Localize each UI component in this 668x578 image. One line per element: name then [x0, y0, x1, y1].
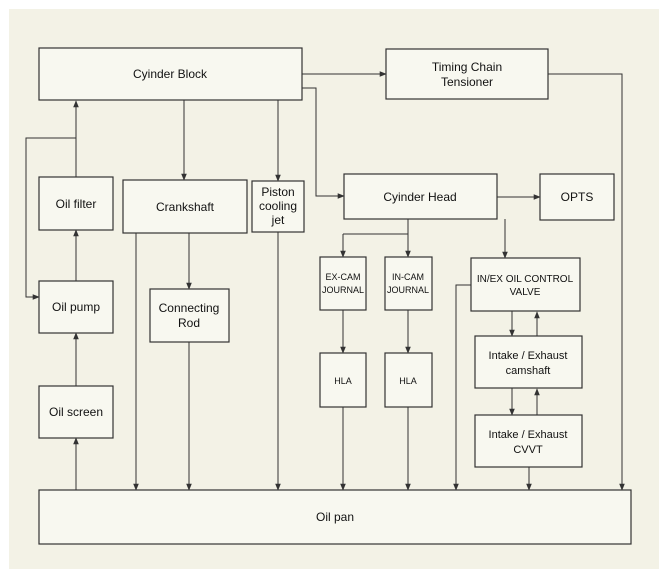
piston-jet-label-line1: Piston	[261, 185, 294, 199]
connecting-rod-label-line1: Connecting	[159, 301, 220, 315]
node-cylinder-block: Cyinder Block	[38, 47, 303, 101]
svg-text:Oil filter: Oil filter	[56, 197, 97, 211]
camshaft-label-line1: Intake / Exhaust	[489, 350, 568, 362]
piston-jet-label-line3: jet	[271, 213, 285, 227]
svg-text:cooling: cooling	[259, 199, 297, 213]
arrow-bypass-to-pump	[25, 137, 76, 300]
svg-text:Rod: Rod	[178, 316, 200, 330]
node-oil-pan: Oil pan	[38, 489, 632, 545]
arrow-block-to-head	[302, 87, 345, 199]
node-opts: OPTS	[539, 173, 615, 221]
oil-filter-label: Oil filter	[56, 197, 97, 211]
node-piston-cooling-jet: Piston cooling jet	[251, 180, 305, 233]
ex-cam-label-line2: JOURNAL	[322, 285, 364, 295]
cvvt-label-line1: Intake / Exhaust	[489, 429, 568, 441]
camshaft-label-line2: camshaft	[506, 365, 551, 377]
svg-text:JOURNAL: JOURNAL	[387, 285, 429, 295]
svg-text:Cyinder Block: Cyinder Block	[133, 67, 208, 81]
node-oil-screen: Oil screen	[38, 385, 114, 439]
ocv-label-line1: IN/EX OIL CONTROL	[477, 274, 574, 285]
node-timing-chain-tensioner: Timing Chain Tensioner	[385, 48, 549, 100]
crankshaft-label: Crankshaft	[156, 200, 215, 214]
oil-pump-label: Oil pump	[52, 300, 100, 314]
svg-text:HLA: HLA	[399, 376, 417, 386]
node-hla-ex: HLA	[319, 352, 367, 408]
connecting-rod-label-line2: Rod	[178, 316, 200, 330]
hla-in-label: HLA	[399, 376, 417, 386]
node-camshaft: Intake / Exhaust camshaft	[474, 335, 583, 389]
node-crankshaft: Crankshaft	[122, 179, 248, 234]
svg-text:Crankshaft: Crankshaft	[156, 200, 215, 214]
node-ex-cam-journal: EX-CAM JOURNAL	[319, 256, 367, 311]
hla-ex-label: HLA	[334, 376, 352, 386]
node-cvvt: Intake / Exhaust CVVT	[474, 414, 583, 468]
svg-text:Intake / Exhaust: Intake / Exhaust	[489, 350, 568, 362]
svg-text:Oil screen: Oil screen	[49, 405, 103, 419]
in-cam-label-line2: JOURNAL	[387, 285, 429, 295]
svg-text:JOURNAL: JOURNAL	[322, 285, 364, 295]
node-oil-filter: Oil filter	[38, 176, 114, 231]
oil-screen-label: Oil screen	[49, 405, 103, 419]
svg-text:CVVT: CVVT	[513, 444, 543, 456]
svg-text:IN-CAM: IN-CAM	[392, 272, 424, 282]
svg-text:Intake / Exhaust: Intake / Exhaust	[489, 429, 568, 441]
in-cam-label-line1: IN-CAM	[392, 272, 424, 282]
cylinder-head-label: Cyinder Head	[383, 190, 456, 204]
piston-jet-label-line2: cooling	[259, 199, 297, 213]
svg-text:Piston: Piston	[261, 185, 294, 199]
node-oil-pump: Oil pump	[38, 280, 114, 334]
cvvt-label-line2: CVVT	[513, 444, 543, 456]
ocv-label-line2: VALVE	[510, 287, 541, 298]
node-oil-control-valve: IN/EX OIL CONTROL VALVE	[470, 257, 581, 312]
svg-text:Connecting: Connecting	[159, 301, 220, 315]
svg-text:EX-CAM: EX-CAM	[325, 272, 360, 282]
tensioner-label-line2: Tensioner	[441, 75, 493, 89]
svg-text:camshaft: camshaft	[506, 365, 551, 377]
svg-text:Tensioner: Tensioner	[441, 75, 493, 89]
arrow-tensioner-to-pan	[548, 73, 625, 491]
node-cylinder-head: Cyinder Head	[343, 173, 498, 220]
node-in-cam-journal: IN-CAM JOURNAL	[384, 256, 433, 311]
svg-text:Oil pan: Oil pan	[316, 510, 354, 524]
cylinder-block-label: Cyinder Block	[133, 67, 208, 81]
oil-pan-label: Oil pan	[316, 510, 354, 524]
node-connecting-rod: Connecting Rod	[149, 288, 230, 343]
svg-text:Cyinder Head: Cyinder Head	[383, 190, 456, 204]
svg-text:OPTS: OPTS	[561, 190, 594, 204]
svg-text:Oil pump: Oil pump	[52, 300, 100, 314]
svg-text:VALVE: VALVE	[510, 287, 541, 298]
svg-text:IN/EX OIL CONTROL: IN/EX OIL CONTROL	[477, 274, 574, 285]
opts-label: OPTS	[561, 190, 594, 204]
ex-cam-label-line1: EX-CAM	[325, 272, 360, 282]
svg-text:jet: jet	[271, 213, 285, 227]
tensioner-label-line1: Timing Chain	[432, 60, 502, 74]
svg-text:HLA: HLA	[334, 376, 352, 386]
connectors	[25, 71, 625, 491]
arrow-ocv-to-pan	[453, 284, 471, 491]
svg-text:Timing Chain: Timing Chain	[432, 60, 502, 74]
node-hla-in: HLA	[384, 352, 433, 408]
